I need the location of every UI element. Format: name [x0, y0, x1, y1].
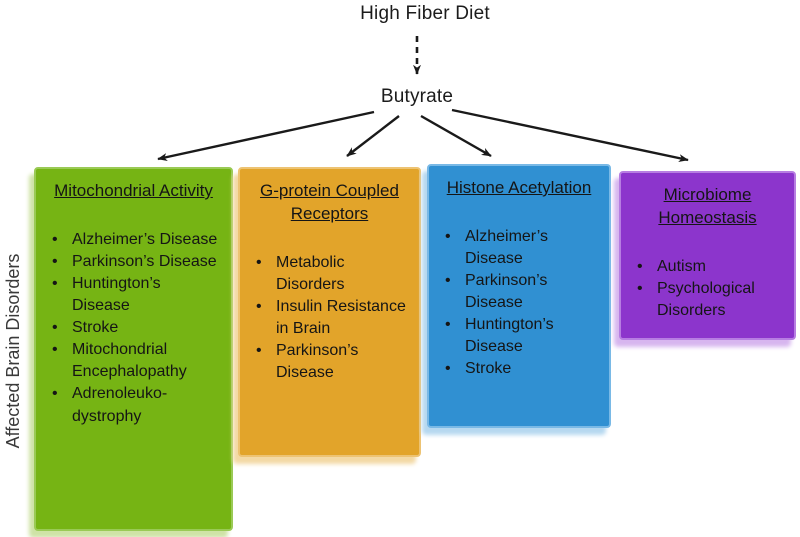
list-item: Psychological Disorders: [633, 278, 782, 322]
box-title-microbiome-homeostasis: Microbiome Homeostasis: [658, 185, 757, 227]
list-item: Alzheimer’s Disease: [48, 229, 219, 251]
list-item: Parkinson’s Disease: [441, 270, 597, 314]
node-high-fiber-diet: High Fiber Diet: [360, 3, 490, 24]
node-butyrate: Butyrate: [380, 86, 454, 107]
list-item: Parkinson’s Disease: [48, 251, 219, 273]
affected-brain-disorders-label: Affected Brain Disorders: [3, 253, 23, 449]
arrow-to-g-protein-receptors: [346, 115, 400, 157]
list-item: Mitochondrial Encephalopathy: [48, 339, 219, 383]
box-microbiome-homeostasis: Microbiome Homeostasis Autism Psychologi…: [619, 171, 796, 340]
list-item: Stroke: [441, 358, 597, 380]
box-title-histone-acetylation: Histone Acetylation: [446, 178, 592, 197]
box-histone-acetylation: Histone Acetylation Alzheimer’s Disease …: [427, 164, 611, 428]
arrow-to-microbiome-homeostasis: [451, 108, 689, 163]
list-item: Alzheimer’s Disease: [441, 226, 597, 270]
list-item: Stroke: [48, 317, 219, 339]
list-item: Insulin Resistance in Brain: [252, 296, 407, 340]
list-item: Parkinson’s Disease: [252, 340, 407, 384]
box-g-protein-coupled-receptors: G-protein Coupled Receptors Metabolic Di…: [238, 167, 421, 457]
list-item: Metabolic Disorders: [252, 252, 407, 296]
disorder-list: Alzheimer’s Disease Parkinson’s Disease …: [441, 226, 597, 381]
box-mitochondrial-activity: Mitochondrial Activity Alzheimer’s Disea…: [34, 167, 233, 531]
disorder-list: Alzheimer’s Disease Parkinson’s Disease …: [48, 229, 219, 428]
box-title-mitochondrial-activity: Mitochondrial Activity: [54, 181, 213, 200]
disorder-list: Metabolic Disorders Insulin Resistance i…: [252, 252, 407, 384]
arrow-to-histone-acetylation: [420, 114, 492, 158]
list-item: Autism: [633, 256, 782, 278]
list-item: Huntington’s Disease: [441, 314, 597, 358]
list-item: Huntington’s Disease: [48, 273, 219, 317]
disorder-list: Autism Psychological Disorders: [633, 256, 782, 322]
list-item: Adrenoleuko-dystrophy: [48, 383, 219, 427]
arrow-to-mitochondrial-activity: [157, 110, 375, 161]
box-title-g-protein-coupled-receptors: G-protein Coupled Receptors: [260, 181, 399, 223]
